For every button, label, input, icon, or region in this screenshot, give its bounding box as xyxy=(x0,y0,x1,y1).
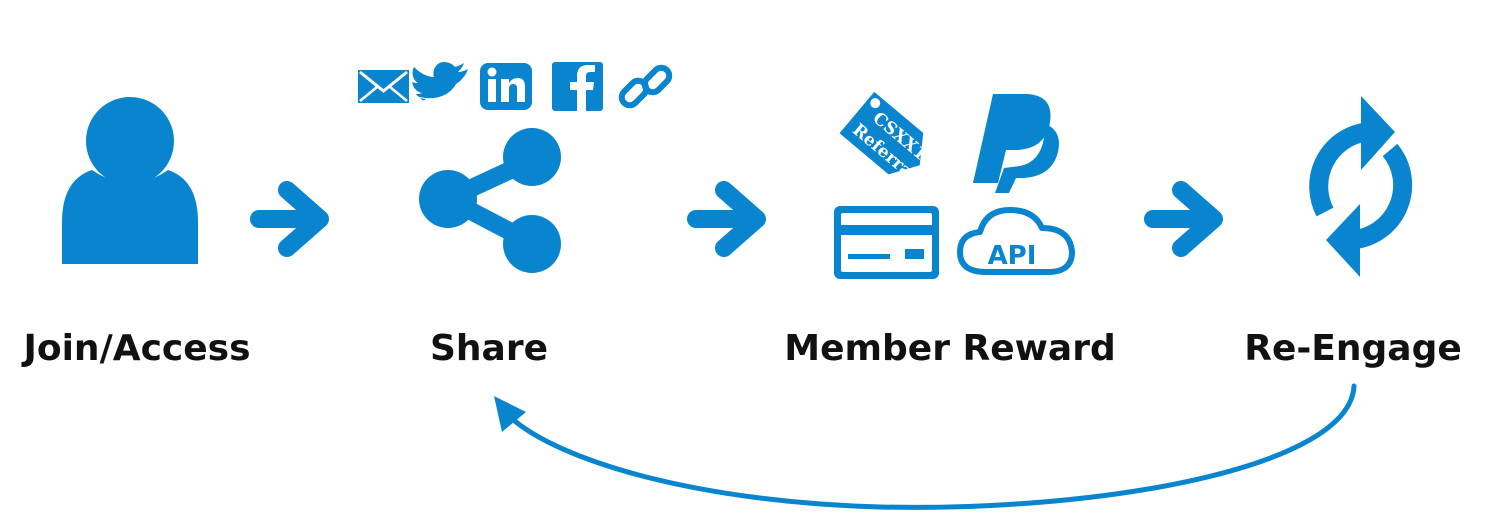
facebook-icon xyxy=(552,62,603,111)
api-cloud-icon: API xyxy=(957,207,1075,275)
loop-back-arrow xyxy=(494,383,1357,510)
step-label-join-access: Join/Access xyxy=(20,328,250,369)
flow-arrow-3 xyxy=(1144,181,1223,257)
linkedin-icon xyxy=(480,63,532,110)
flow-arrow-1 xyxy=(250,181,329,257)
share-icon xyxy=(419,128,561,273)
email-icon xyxy=(358,70,409,103)
referral-tag-icon: CSXX10 Referral xyxy=(839,91,940,186)
api-label: API xyxy=(988,241,1037,271)
step-label-share: Share xyxy=(430,328,548,369)
link-icon xyxy=(618,64,673,109)
refresh-icon xyxy=(1309,96,1413,277)
paypal-icon xyxy=(973,94,1059,193)
flow-arrow-2 xyxy=(687,181,766,257)
step-label-re-engage: Re-Engage xyxy=(1244,328,1462,369)
credit-card-icon xyxy=(834,206,939,279)
step-label-member-reward: Member Reward xyxy=(784,328,1115,369)
user-icon xyxy=(62,97,198,264)
twitter-icon xyxy=(412,61,468,101)
